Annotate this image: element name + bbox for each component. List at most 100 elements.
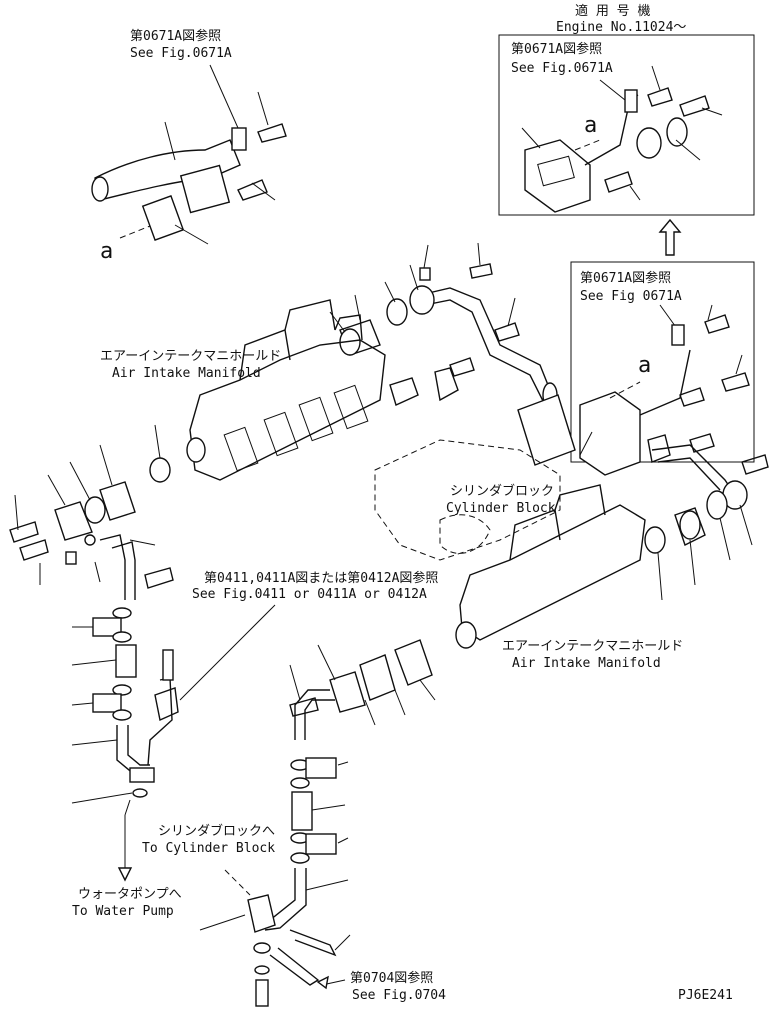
pipe [419,287,553,396]
callout-line [124,799,131,816]
gasket [389,377,419,406]
clip [671,324,685,346]
mid-right-box-group: 第0671A図参照 See Fig 0671A a [570,261,755,476]
callout-line [14,494,19,531]
pipe [111,541,136,600]
dashed-leader [609,381,641,399]
gasket [666,117,688,147]
o-ring [132,788,148,798]
ref-0411-en: See Fig.0411 or 0411A or 0412A [192,587,427,602]
pipe-flange [329,671,366,713]
callout-line [305,879,349,891]
callout-line [507,297,516,327]
pipe [304,699,335,740]
cylinder-block-en: Cylinder Block [446,501,556,516]
callout-line [71,739,118,746]
drawing-code: PJ6E241 [678,988,733,1003]
to-cyl-en: To Cylinder Block [142,841,275,856]
ref-box2-en: See Fig 0671A [580,289,682,304]
manifold-cover [579,391,641,476]
bolt [704,314,730,334]
top-left-pipe-group: 第0671A図参照 See Fig.0671A a [91,28,287,264]
callout-line [651,65,661,91]
bolt [679,95,710,117]
cylinder-block-outline [374,439,561,561]
sleeve [359,654,396,701]
callout-line [689,539,696,586]
bent-pipe [94,139,241,201]
engine-label-jp: 適 用 号 機 [575,3,650,19]
hose [291,791,313,831]
manifold-port [333,384,369,430]
pipe-flange [247,894,276,933]
leader-arrow [316,975,329,990]
manifold-body [459,504,646,641]
ref-0671a-jp: 第0671A図参照 [130,28,221,44]
leader-line [179,604,276,701]
manifold-right-jp: エアーインテークマニホールド [502,639,683,654]
bolt [19,539,49,561]
callout-line [69,461,91,501]
ref-0671a-en: See Fig.0671A [130,46,232,61]
callout-line [739,504,753,546]
plug [65,551,77,565]
engine-box-group: 適 用 号 機 Engine No.11024～ 第0671A図参照 See F… [498,3,755,256]
pipe-flange [179,164,231,214]
o-ring [253,942,271,954]
manifold-port [298,396,334,442]
callout-line [419,679,436,701]
callout-line [334,934,351,951]
callout-line [311,804,346,811]
pipe-flange [129,767,155,783]
bolt [689,433,715,453]
callout-line [394,689,406,716]
letter-a: a [638,353,651,378]
callout-line [337,761,349,766]
bolt [289,929,337,957]
bolt [144,567,174,589]
cylinder-block: シリンダブロック Cylinder Block [374,439,561,561]
bolt [679,387,705,407]
callout-line [164,121,176,161]
callout-line [71,792,133,804]
pipe [657,457,721,491]
callout-line [579,431,593,456]
clamp [112,684,132,696]
dashed-leader [224,869,251,896]
callout-line [675,139,701,161]
gasket [394,639,433,686]
bolt [289,697,319,717]
callout-line [735,354,743,375]
down-arrow [117,867,133,882]
clamp-tab [305,757,337,779]
clamp [112,607,132,619]
manifold-runner [334,314,363,341]
callout-line [71,702,94,706]
pipe [99,534,126,600]
ref-0704-jp: 第0704図参照 [350,970,433,986]
callout-line [337,837,349,844]
bolt [647,87,673,107]
left-manifold [186,299,386,481]
pipe [294,689,330,740]
clip [624,89,638,113]
manifold-inlet [455,621,477,649]
callout-line [71,659,117,666]
ref-0411-jp: 第0411,0411A図または第0412A図参照 [204,570,438,586]
gasket [84,496,106,524]
bolt [162,649,174,681]
pipe [127,725,150,766]
plug [434,367,459,402]
gasket-plate [517,394,576,466]
callout-line [129,539,156,546]
gasket [706,490,728,520]
ref-0704-en: See Fig.0704 [352,988,446,1003]
callout-line [94,561,101,583]
hose [115,644,137,678]
gasket [636,127,662,159]
gasket [141,195,185,241]
bolt [257,123,287,143]
bolt [449,357,475,377]
